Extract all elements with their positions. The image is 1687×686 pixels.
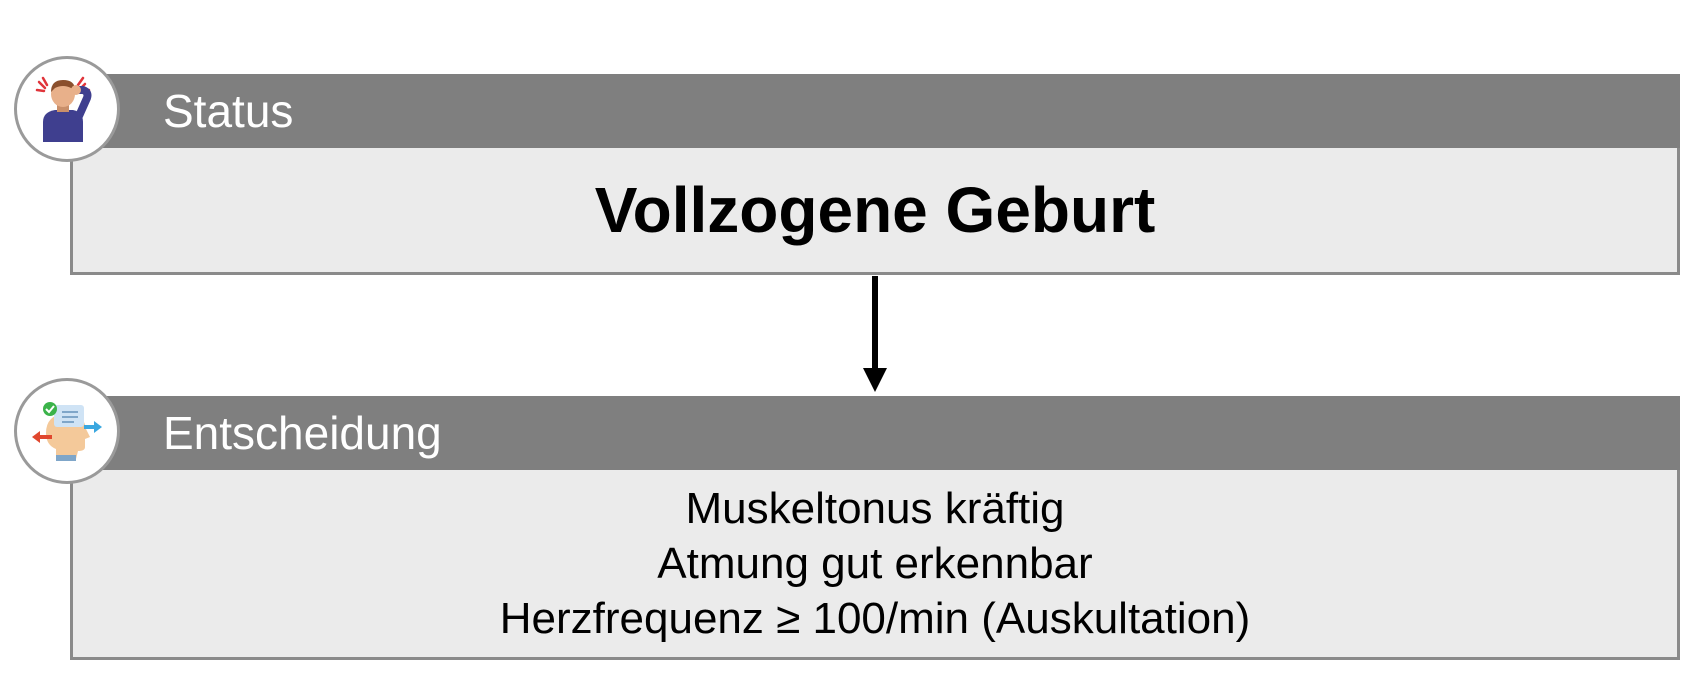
decision-body: Muskeltonus kräftig Atmung gut erkennbar… bbox=[70, 470, 1680, 660]
decision-line: Muskeltonus kräftig bbox=[685, 484, 1065, 533]
status-value: Vollzogene Geburt bbox=[594, 174, 1156, 246]
decision-head-icon bbox=[32, 402, 102, 461]
decision-line: Herzfrequenz ≥ 100/min (Auskultation) bbox=[499, 594, 1251, 643]
decision-card: Entscheidung Muskeltonus kräftig Atmung … bbox=[70, 396, 1680, 660]
person-headache-icon bbox=[35, 76, 92, 142]
decision-lines: Muskeltonus kräftig Atmung gut erkennbar… bbox=[500, 481, 1251, 646]
status-header: Status bbox=[70, 74, 1680, 148]
decision-header: Entscheidung bbox=[70, 396, 1680, 470]
status-body: Vollzogene Geburt bbox=[70, 148, 1680, 275]
flow-arrow bbox=[863, 276, 887, 392]
status-header-label: Status bbox=[163, 85, 294, 137]
decision-icon-circle bbox=[14, 378, 120, 484]
status-icon-circle bbox=[14, 56, 120, 162]
status-card: Status Vollzogene Geburt bbox=[70, 74, 1680, 275]
decision-line: Atmung gut erkennbar bbox=[657, 539, 1093, 588]
decision-header-label: Entscheidung bbox=[163, 407, 442, 459]
